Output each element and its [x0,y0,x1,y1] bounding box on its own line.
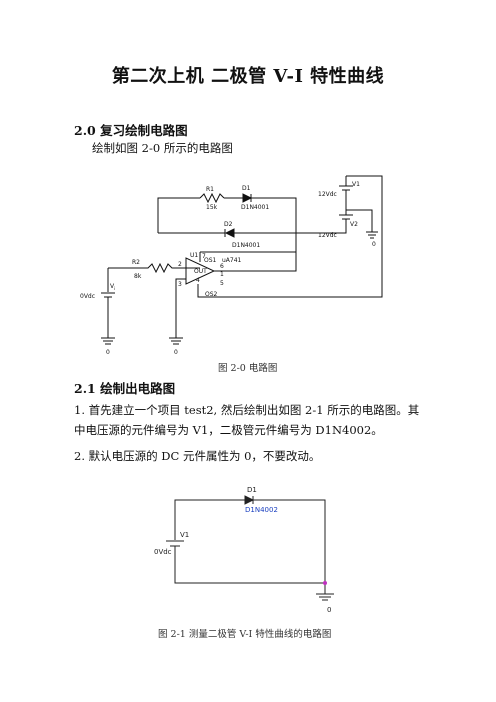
wire [346,209,373,232]
label-gnd-mid: 0 [174,349,178,356]
label-r1-value: 15k [206,204,218,211]
label-r2-value: 8k [134,273,142,280]
label-pin5: 5 [220,280,224,287]
label-vi-value: 0Vdc [80,293,95,300]
label-out: OUT [194,268,207,275]
paragraph-1: 1. 首先建立一个项目 test2, 然后绘制出如图 2-1 所示的电路图。其中… [74,403,420,437]
label-d1: D1 [247,486,257,494]
label-pin7: 7 [202,253,206,260]
label-v1-value: 12Vdc [318,191,337,198]
section-heading-2-0: 2.0 复习绘制电路图 [74,123,188,138]
page-title: 第二次上机 二极管 V-I 特性曲线 [111,66,385,87]
opamp-u1 [185,257,216,285]
label-v1: V1 [180,531,189,539]
figure-2-0-caption: 图 2-0 电路图 [218,363,278,374]
label-v2: V2 [350,221,358,228]
label-d1-part: D1N4002 [245,506,278,514]
wire [174,499,245,540]
label-d2: D2 [224,221,233,228]
label-d1: D1 [242,185,251,192]
figure-2-1-caption: 图 2-1 测量二极管 V-I 特性曲线的电路图 [158,629,332,640]
label-os1: OS1 [204,257,217,264]
d1-diode [242,193,253,203]
wire [234,226,347,234]
label-pin1: 1 [220,271,224,278]
label-u1: U1 [190,252,198,259]
label-r2: R2 [132,259,140,266]
label-pin3: 3 [178,281,182,288]
label-os2: OS2 [205,291,218,298]
label-v1: V1 [352,181,360,188]
label-gnd-left: 0 [106,349,110,356]
wire [157,197,200,233]
label-v2-value: 12Vdc [318,232,337,239]
label-gnd: 0 [372,241,376,248]
label-pin6: 6 [220,263,224,270]
wire [200,197,297,253]
label-v1-value: 0Vdc [154,548,172,556]
label-r1: R1 [206,186,214,193]
label-gnd: 0 [327,606,331,614]
paragraph-2: 2. 默认电压源的 DC 元件属性为 0，不要改动。 [74,449,321,463]
label-d1-part: D1N4001 [241,204,269,211]
d1-diode [244,495,255,505]
node-dot [323,581,327,585]
label-d2-part: D1N4001 [232,242,260,249]
r2-resistor [108,262,186,274]
label-ua741: uA741 [222,257,242,264]
label-pin2: 2 [178,261,182,268]
r1-resistor [199,192,225,204]
wire [197,175,383,298]
label-pin4: 4 [196,277,200,284]
section-text-2-0: 绘制如图 2-0 所示的电路图 [92,141,233,155]
section-heading-2-1: 2.1 绘制出电路图 [74,381,176,396]
label-vi: Vi [110,283,115,291]
